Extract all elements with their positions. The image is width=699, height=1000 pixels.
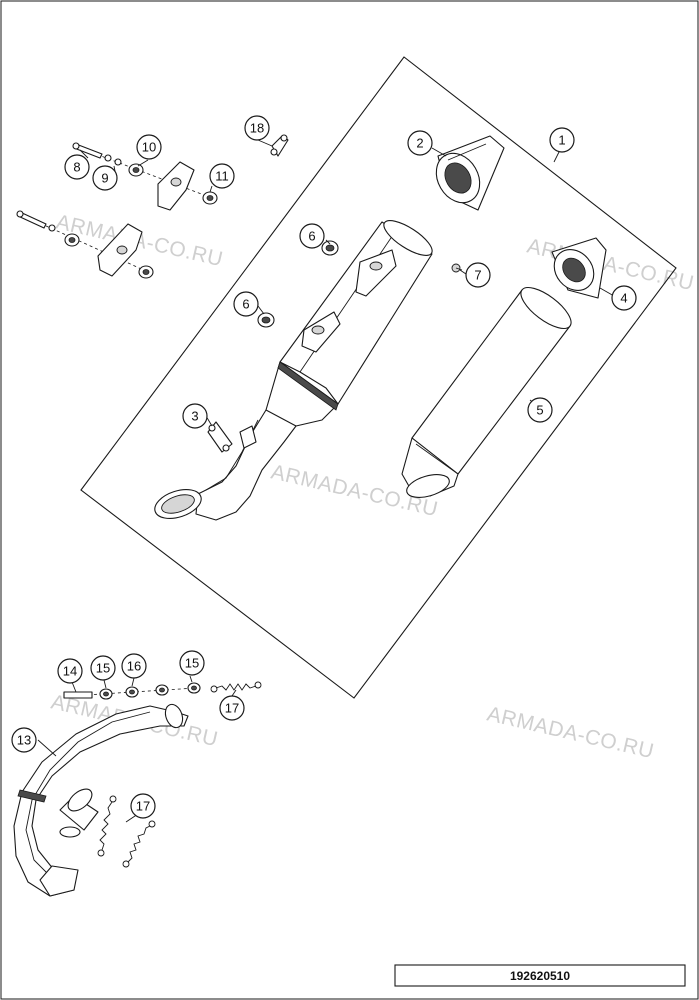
header-hardware-row [63, 682, 201, 700]
callout-17-lower: 17 [130, 793, 156, 819]
document-number: 192620510 [510, 969, 570, 983]
svg-text:6: 6 [308, 229, 315, 244]
spring-holder-3 [207, 421, 233, 453]
callout-2: 2 [407, 130, 433, 156]
callout-13: 13 [11, 727, 37, 753]
rivet-7 [451, 263, 463, 273]
end-cap-4 [551, 237, 607, 299]
svg-text:8: 8 [73, 160, 80, 175]
svg-text:11: 11 [215, 169, 229, 184]
header-pipe-13 [13, 703, 189, 897]
mounting-hardware-upper [72, 142, 218, 211]
callout-14: 14 [57, 658, 83, 684]
callout-6-upper: 6 [299, 223, 325, 249]
silencer-assembly [154, 220, 433, 521]
callout-7: 7 [465, 262, 491, 288]
muffler-band [277, 361, 339, 411]
callout-18: 18 [244, 115, 270, 141]
svg-text:7: 7 [474, 268, 481, 283]
callout-16: 16 [121, 653, 147, 679]
outer-sleeve-5 [401, 287, 572, 498]
svg-text:18: 18 [250, 121, 264, 136]
svg-text:4: 4 [620, 291, 627, 306]
end-cap-2 [435, 135, 505, 211]
spring-17-upper [210, 681, 262, 693]
svg-text:15: 15 [185, 656, 199, 671]
callout-1: 1 [549, 127, 575, 153]
pipe-inlet-inner [161, 494, 195, 514]
svg-text:17: 17 [225, 701, 239, 716]
callout-17-upper: 17 [219, 695, 245, 721]
svg-text:17: 17 [136, 799, 150, 814]
svg-text:5: 5 [536, 403, 543, 418]
svg-text:14: 14 [63, 664, 77, 679]
spring-17-lower-a [97, 795, 117, 857]
spring-17-lower-b [122, 820, 156, 868]
callout-10: 10 [136, 134, 162, 160]
callout-15-left: 15 [90, 655, 116, 681]
svg-text:15: 15 [96, 661, 110, 676]
document-number-box: 192620510 [394, 964, 686, 987]
mounting-hardware-lower [16, 210, 154, 279]
callout-3: 3 [182, 403, 208, 429]
grommet-6-upper [321, 240, 339, 256]
silencer-assembly-frame [80, 56, 677, 699]
callout-4: 4 [611, 285, 637, 311]
muffler-end-cap [383, 220, 433, 256]
callout-6-lower: 6 [233, 291, 259, 317]
svg-text:1: 1 [558, 133, 565, 148]
bracket-hole [369, 261, 383, 271]
svg-text:13: 13 [17, 733, 31, 748]
callout-8: 8 [64, 154, 90, 180]
callout-15-right: 15 [179, 650, 205, 676]
callout-11: 11 [209, 163, 235, 189]
spring-holder-18 [270, 134, 289, 157]
watermark: ARMADA-CO.RU [525, 234, 696, 295]
watermark: ARMADA-CO.RU [485, 702, 656, 763]
callout-9: 9 [92, 165, 118, 191]
bracket-hole [311, 325, 325, 335]
svg-text:16: 16 [127, 659, 141, 674]
svg-text:3: 3 [191, 409, 198, 424]
grommet-6-lower [257, 312, 275, 328]
svg-text:6: 6 [242, 297, 249, 312]
svg-text:9: 9 [101, 171, 108, 186]
muffler-link-pipe [195, 409, 297, 521]
svg-text:2: 2 [416, 136, 423, 151]
pipe-clamp [239, 425, 257, 449]
callout-5: 5 [527, 397, 553, 423]
muffler-bracket-upper [355, 249, 397, 297]
svg-text:10: 10 [142, 140, 156, 155]
